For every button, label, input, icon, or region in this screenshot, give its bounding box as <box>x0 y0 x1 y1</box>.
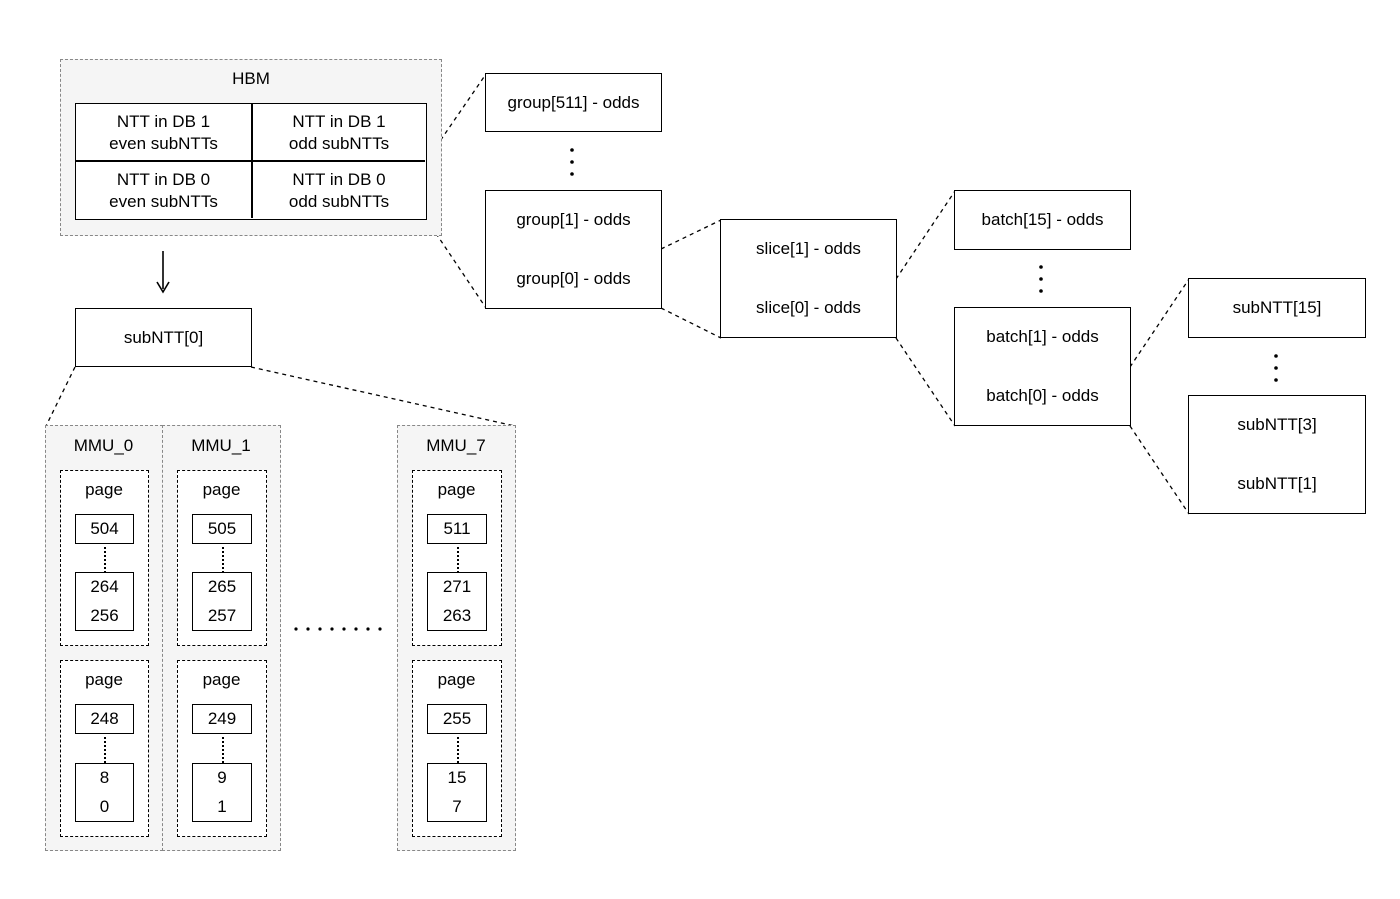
mmu-region: MMU_7 page 511 271 263 page 255 15 7 <box>397 425 516 851</box>
mmu-label: MMU_7 <box>426 436 486 455</box>
mmu-label: MMU_0 <box>73 436 134 455</box>
hbm-cell-line: odd subNTTs <box>288 191 390 211</box>
page-label: page <box>202 670 241 689</box>
page-number: 7 <box>427 792 487 822</box>
connector-line <box>45 366 76 427</box>
page-block: page 255 15 7 <box>412 660 502 837</box>
mmu-region: MMU_1 page 505 265 257 page 249 9 1 <box>162 425 281 851</box>
ellipsis-vertical-icon <box>1039 265 1043 293</box>
batch-1-box: batch[1] - odds <box>954 307 1131 367</box>
hbm-title: HBM <box>232 69 270 88</box>
page-number: 255 <box>427 704 487 734</box>
page-number: 9 <box>192 763 252 793</box>
page-label: page <box>202 480 241 499</box>
batch-0-box: batch[0] - odds <box>954 366 1131 426</box>
down-arrow-icon <box>156 251 170 294</box>
ellipsis-vertical-icon <box>457 547 459 573</box>
page-block: page 505 265 257 <box>177 470 267 646</box>
page-number: 248 <box>75 704 134 734</box>
page-number: 249 <box>192 704 252 734</box>
connector-line <box>250 366 516 427</box>
hbm-cell-line: even subNTTs <box>109 133 218 153</box>
group-1-box: group[1] - odds <box>485 190 662 250</box>
page-number: 263 <box>427 601 487 631</box>
subntt-3-box: subNTT[3] <box>1188 395 1366 455</box>
hbm-cell-db1-even: NTT in DB 1 even subNTTs <box>76 104 251 161</box>
page-number: 511 <box>427 514 487 544</box>
hbm-cell-line: NTT in DB 1 <box>292 111 386 131</box>
page-block: page 248 8 0 <box>60 660 149 837</box>
connector-line <box>1129 425 1190 515</box>
subntt0-box: subNTT[0] <box>75 308 252 367</box>
connector-line <box>1129 278 1190 368</box>
ellipsis-vertical-icon <box>104 547 106 573</box>
page-number: 0 <box>75 792 134 822</box>
mmu-region: MMU_0 page 504 264 256 page 248 8 0 <box>45 425 163 851</box>
page-number: 264 <box>75 572 134 602</box>
page-block: page 504 264 256 <box>60 470 149 646</box>
ellipsis-vertical-icon <box>104 737 106 763</box>
page-number: 504 <box>75 514 134 544</box>
divider <box>76 160 425 162</box>
page-block: page 511 271 263 <box>412 470 502 646</box>
ellipsis-vertical-icon <box>457 737 459 763</box>
page-number: 15 <box>427 763 487 793</box>
page-number: 271 <box>427 572 487 602</box>
page-number: 505 <box>192 514 252 544</box>
hbm-cell-db0-even: NTT in DB 0 even subNTTs <box>76 162 251 219</box>
connector-line <box>660 219 722 250</box>
slice-0-box: slice[0] - odds <box>720 278 897 338</box>
ellipsis-vertical-icon <box>222 547 224 573</box>
ellipsis-horizontal-icon <box>294 627 382 631</box>
group-0-box: group[0] - odds <box>485 249 662 309</box>
hbm-cell-line: even subNTTs <box>109 191 218 211</box>
group-511-box: group[511] - odds <box>485 73 662 132</box>
hbm-cell-line: odd subNTTs <box>288 133 390 153</box>
page-label: page <box>85 670 123 689</box>
page-number: 1 <box>192 792 252 822</box>
page-number: 256 <box>75 601 134 631</box>
page-block: page 249 9 1 <box>177 660 267 837</box>
page-label: page <box>437 480 476 499</box>
page-number: 265 <box>192 572 252 602</box>
page-number: 8 <box>75 763 134 793</box>
connector-line <box>895 337 956 427</box>
subntt-1-box: subNTT[1] <box>1188 454 1366 514</box>
ellipsis-vertical-icon <box>570 148 574 176</box>
page-number: 257 <box>192 601 252 631</box>
hbm-cell-line: NTT in DB 0 <box>116 169 211 189</box>
hbm-cell-line: NTT in DB 0 <box>292 169 386 189</box>
hbm-cell-line: NTT in DB 1 <box>116 111 211 131</box>
connector-line <box>895 190 956 280</box>
page-label: page <box>437 670 476 689</box>
ellipsis-vertical-icon <box>1274 354 1278 382</box>
page-label: page <box>85 480 123 499</box>
batch-15-box: batch[15] - odds <box>954 190 1131 250</box>
connector-line <box>660 307 722 339</box>
hbm-table: NTT in DB 1 even subNTTs NTT in DB 1 odd… <box>75 103 427 220</box>
mmu-label: MMU_1 <box>191 436 251 455</box>
ellipsis-vertical-icon <box>222 737 224 763</box>
hbm-cell-db1-odd: NTT in DB 1 odd subNTTs <box>252 104 426 161</box>
hbm-cell-db0-odd: NTT in DB 0 odd subNTTs <box>252 162 426 219</box>
subntt-15-box: subNTT[15] <box>1188 278 1366 338</box>
slice-1-box: slice[1] - odds <box>720 219 897 279</box>
